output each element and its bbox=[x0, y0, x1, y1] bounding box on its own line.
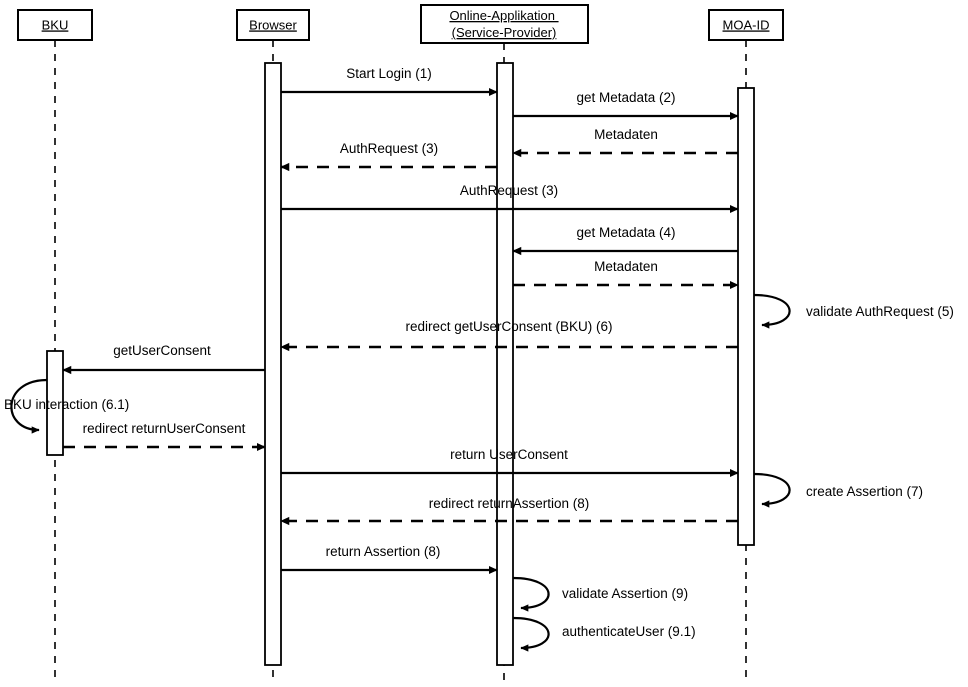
activation-bar-moaid[interactable] bbox=[737, 87, 755, 546]
message-label-5: AuthRequest (3) bbox=[460, 183, 558, 198]
message-6[interactable]: get Metadata (4) bbox=[512, 225, 738, 256]
self-message-label-4: validate Assertion (9) bbox=[562, 586, 688, 601]
message-5[interactable]: AuthRequest (3) bbox=[281, 183, 739, 214]
self-message-arrow-3 bbox=[753, 472, 791, 508]
self-message-3[interactable]: create Assertion (7) bbox=[753, 472, 923, 508]
message-label-3: Metadaten bbox=[594, 127, 658, 142]
self-message-arrow-2 bbox=[10, 378, 48, 434]
message-13[interactable]: return Assertion (8) bbox=[281, 544, 498, 575]
message-label-7: Metadaten bbox=[594, 259, 658, 274]
self-message-1[interactable]: validate AuthRequest (5) bbox=[753, 293, 954, 329]
message-label-10: redirect returnUserConsent bbox=[83, 421, 246, 436]
lifeline-label-oa: Online-Applikation (Service-Provider) bbox=[449, 8, 558, 40]
message-1[interactable]: Start Login (1) bbox=[281, 66, 498, 97]
self-message-arrow-4 bbox=[512, 576, 550, 612]
message-label-12: redirect returnAssertion (8) bbox=[429, 496, 590, 511]
self-message-label-1: validate AuthRequest (5) bbox=[806, 304, 954, 319]
lifeline-moaid[interactable]: MOA-ID bbox=[708, 9, 784, 682]
activation-bars-group bbox=[46, 62, 755, 666]
activation-bar-browser[interactable] bbox=[264, 62, 282, 666]
activation-bar-bku[interactable] bbox=[46, 350, 64, 456]
lifeline-label-bku: BKU bbox=[42, 17, 69, 32]
message-label-9: getUserConsent bbox=[113, 343, 211, 358]
self-message-label-3: create Assertion (7) bbox=[806, 484, 923, 499]
self-messages-group: validate AuthRequest (5) BKU interaction … bbox=[4, 293, 954, 652]
activation-bar-oa[interactable] bbox=[496, 62, 514, 666]
message-11[interactable]: return UserConsent bbox=[281, 447, 739, 478]
self-message-label-2: BKU interaction (6.1) bbox=[4, 397, 129, 412]
message-label-11: return UserConsent bbox=[450, 447, 568, 462]
messages-group: Start Login (1) get Metadata (2) Metadaten… bbox=[62, 66, 739, 575]
self-message-arrow-5 bbox=[512, 616, 550, 652]
message-label-2: get Metadata (2) bbox=[576, 90, 675, 105]
message-10[interactable]: redirect returnUserConsent bbox=[63, 421, 266, 452]
message-9[interactable]: getUserConsent bbox=[62, 343, 265, 375]
lifeline-label-browser: Browser bbox=[249, 17, 297, 32]
message-3[interactable]: Metadaten bbox=[512, 127, 738, 158]
message-8[interactable]: redirect getUserConsent (BKU) (6) bbox=[280, 319, 738, 352]
message-label-8: redirect getUserConsent (BKU) (6) bbox=[405, 319, 612, 334]
self-message-5[interactable]: authenticateUser (9.1) bbox=[512, 616, 696, 652]
message-label-1: Start Login (1) bbox=[346, 66, 432, 81]
lifeline-box-browser bbox=[236, 9, 310, 41]
message-label-4: AuthRequest (3) bbox=[340, 141, 438, 156]
self-message-2[interactable]: BKU interaction (6.1) bbox=[4, 378, 129, 434]
lifeline-bku[interactable]: BKU bbox=[17, 9, 93, 682]
lifeline-box-oa bbox=[420, 4, 589, 44]
self-message-4[interactable]: validate Assertion (9) bbox=[512, 576, 688, 612]
message-12[interactable]: redirect returnAssertion (8) bbox=[280, 496, 738, 526]
message-label-6: get Metadata (4) bbox=[576, 225, 675, 240]
self-message-arrow-1 bbox=[753, 293, 791, 329]
self-message-label-5: authenticateUser (9.1) bbox=[562, 624, 696, 639]
lifeline-label-moaid: MOA-ID bbox=[723, 17, 770, 32]
message-4[interactable]: AuthRequest (3) bbox=[280, 141, 497, 172]
message-7[interactable]: Metadaten bbox=[513, 259, 739, 290]
message-label-13: return Assertion (8) bbox=[326, 544, 441, 559]
message-2[interactable]: get Metadata (2) bbox=[513, 90, 739, 121]
